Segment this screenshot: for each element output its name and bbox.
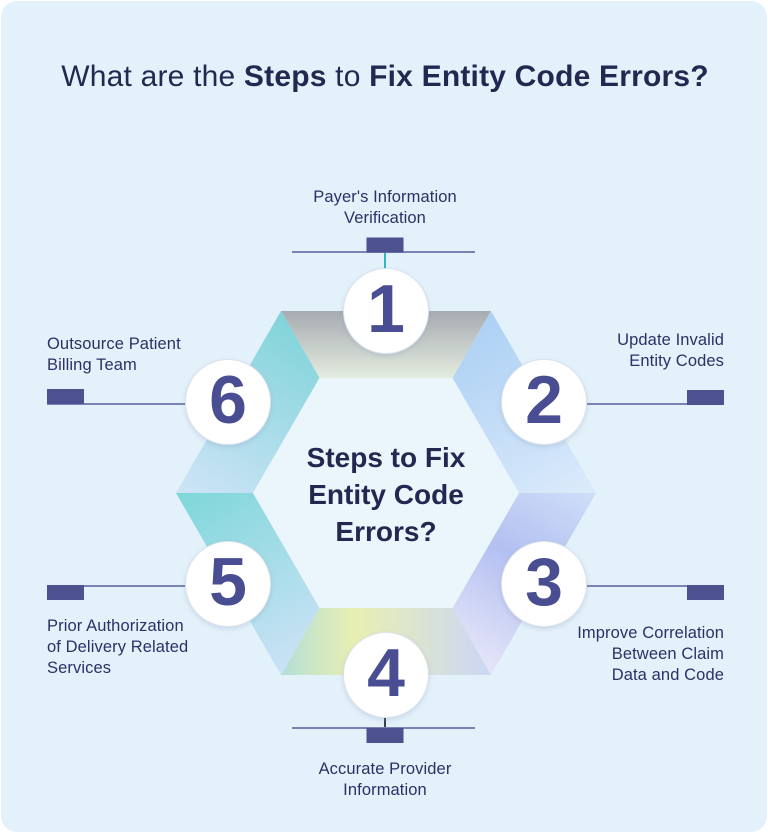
step-1-circle: 1 [343, 268, 429, 354]
step-4-marker-rect [366, 728, 404, 743]
step-3-circle: 3 [501, 541, 587, 627]
step-1-number: 1 [367, 271, 405, 347]
step-6-label: Outsource Patient Billing Team [47, 335, 181, 374]
title-part-bold: Steps [243, 60, 327, 93]
title-part-regular: What are the [61, 60, 244, 93]
step-5-marker-rect [47, 585, 84, 600]
step-2-number: 2 [525, 362, 563, 438]
step-2-label: Update Invalid Entity Codes [617, 331, 724, 370]
page-title: What are the Steps to Fix Entity Code Er… [1, 57, 768, 97]
center-caption-line: Entity Code [308, 479, 464, 510]
step-1-label: Payer's Information Verification [313, 188, 457, 227]
step-5-label: Prior Authorization of Delivery Related … [47, 617, 189, 677]
step-3-number: 3 [525, 544, 563, 620]
center-caption-line: Steps to Fix [306, 442, 466, 473]
hexagon-center-caption: Steps to Fix Entity Code Errors? [260, 439, 512, 550]
step-6-circle: 6 [185, 359, 271, 445]
hexagon-inner [253, 378, 519, 608]
step-3-marker-rect [687, 585, 724, 600]
step-5-number: 5 [209, 544, 247, 620]
step-1-marker-rect [366, 237, 404, 253]
step-5-circle: 5 [185, 541, 271, 627]
title-part-regular: to [326, 60, 370, 93]
step-6-number: 6 [209, 362, 247, 438]
step-2-circle: 2 [501, 359, 587, 445]
step-2-marker-rect [687, 390, 724, 405]
center-caption-line: Errors? [335, 516, 437, 547]
title-part-bold: Fix Entity Code Errors? [369, 60, 709, 93]
step-6-marker-rect [47, 389, 84, 404]
step-3-label: Improve Correlation Between Claim Data a… [577, 624, 724, 684]
step-4-label: Accurate Provider Information [318, 760, 452, 799]
step-4-number: 4 [367, 635, 405, 711]
step-4-circle: 4 [343, 632, 429, 718]
